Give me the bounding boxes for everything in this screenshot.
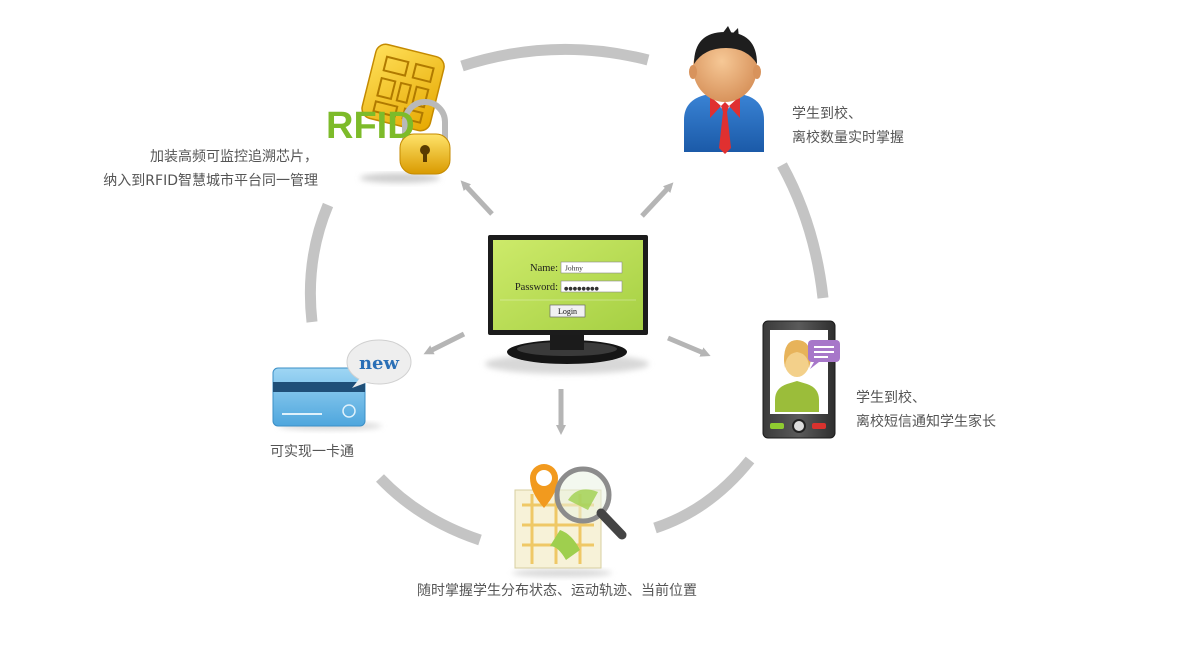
ring-arc-right-upper [777, 162, 829, 299]
caption-card: 可实现一卡通 [270, 444, 354, 460]
name-label: Name: [530, 263, 558, 274]
arrow-to-phone [667, 335, 711, 357]
ring-arc-right-lower [653, 456, 755, 534]
caption-sms: 学生到校、 离校短信通知学生家长 [856, 386, 996, 434]
rfid-logo-text: RFID [326, 105, 415, 147]
login-button-label: Login [558, 307, 577, 316]
password-input-value: ●●●●●●●● [564, 286, 600, 292]
caption-student: 学生到校、 离校数量实时掌握 [792, 102, 904, 150]
caption-rfid-line-1: 加装高频可监控追溯芯片， [150, 149, 318, 165]
password-input[interactable] [560, 280, 623, 293]
mobile-phone-message-icon [762, 320, 840, 439]
caption-rfid-line-2: 纳入到RFID智慧城市平台同一管理 [103, 173, 318, 189]
caption-sms-line-2: 离校短信通知学生家长 [856, 414, 996, 430]
name-input-value: Johny [565, 264, 583, 273]
ring-arc-left [304, 202, 334, 323]
name-input[interactable] [560, 261, 623, 274]
arrow-to-rfid [460, 180, 494, 216]
caption-student-line-1: 学生到校、 [792, 106, 862, 122]
caption-map: 随时掌握学生分布状态、运动轨迹、当前位置 [417, 583, 697, 599]
caption-student-line-2: 离校数量实时掌握 [792, 130, 904, 146]
caption-rfid: 加装高频可监控追溯芯片， 纳入到RFID智慧城市平台同一管理 [40, 145, 318, 193]
password-label: Password: [515, 282, 558, 293]
rfid-chip-lock-icon: RFID [326, 43, 451, 183]
student-avatar-icon [684, 26, 764, 154]
arrow-to-card [423, 331, 466, 355]
login-button[interactable] [549, 304, 586, 318]
map-search-icon [512, 464, 627, 577]
new-card-icon: new [272, 339, 412, 430]
ring-arc-bottom-left [376, 474, 482, 546]
ring-arc-top [460, 43, 650, 72]
cycle-ring [304, 43, 829, 546]
login-monitor-icon: Name: Johny Password: ●●●●●●●● Login [485, 235, 649, 374]
caption-sms-line-1: 学生到校、 [856, 390, 926, 406]
arrow-to-student [640, 182, 674, 218]
new-badge-text: new [359, 353, 400, 374]
connector-arrows [423, 180, 711, 435]
